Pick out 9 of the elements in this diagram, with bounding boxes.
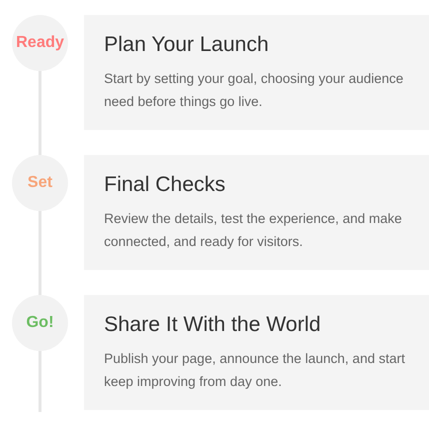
step-label: Go! (26, 314, 54, 332)
card-title: Plan Your Launch (104, 32, 270, 58)
card-description: Publish your page, announce the launch, and start keep improving from day one. (104, 350, 406, 391)
card-title: Final Checks (104, 172, 226, 198)
step-label: Ready (16, 34, 64, 52)
step-label: Set (28, 174, 52, 192)
card-description: Review the details, test the experience, and make connected, and ready for visitors. (104, 210, 403, 251)
card-title: Share It With the World (104, 312, 322, 338)
card-description: Start by setting your goal, choosing your audience need before things go live. (104, 70, 404, 111)
